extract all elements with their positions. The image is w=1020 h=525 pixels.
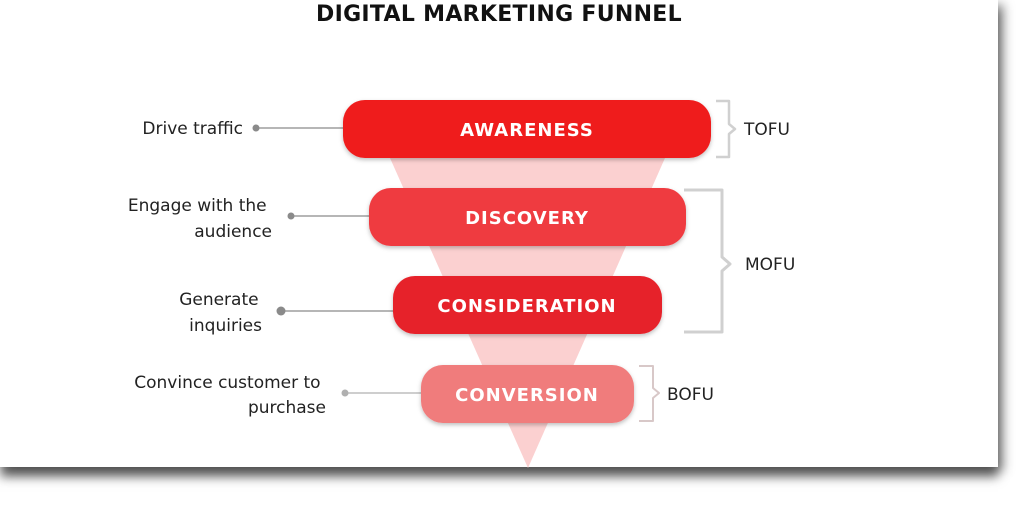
bracket-tofu (716, 99, 737, 159)
stage-pill-conversion (421, 365, 634, 423)
connector-awareness (252, 124, 345, 132)
diagram-title: DIGITAL MARKETING FUNNEL (316, 2, 682, 27)
connector-dot (287, 212, 295, 220)
stage-label-conversion: CONVERSION (455, 385, 599, 406)
stage-description-conversion: Convince customer to purchase (134, 373, 326, 418)
description-line: purchase (248, 398, 326, 418)
stage-pill-awareness (343, 100, 711, 158)
bracket-mofu (684, 188, 732, 334)
connector-dot (252, 124, 260, 132)
stage-pill-discovery (369, 188, 686, 246)
bracket-bofu (639, 365, 660, 422)
stage-description-awareness: Drive traffic (142, 119, 243, 139)
description-line: Convince customer to (134, 373, 320, 393)
stage-label-awareness: AWARENESS (460, 120, 594, 141)
connector-discovery (287, 212, 370, 220)
connector-consideration (276, 306, 393, 316)
connector-dot (341, 389, 349, 397)
stage-label-consideration: CONSIDERATION (437, 296, 616, 317)
description-line: inquiries (189, 316, 262, 336)
group-label-tofu: TOFU (743, 120, 790, 140)
description-line: audience (194, 222, 272, 242)
description-line: Engage with the (128, 196, 267, 216)
stage-description-consideration: Generate inquiries (179, 290, 264, 336)
stage-label-discovery: DISCOVERY (465, 208, 589, 229)
connector-dot (276, 306, 286, 316)
connector-conversion (341, 389, 423, 397)
description-line: Generate (179, 290, 258, 310)
description-line: Drive traffic (142, 119, 243, 139)
stage-pill-consideration (393, 276, 662, 334)
group-label-mofu: MOFU (745, 255, 795, 275)
stage-description-discovery: Engage with the audience (128, 196, 272, 242)
group-label-bofu: BOFU (667, 385, 714, 405)
